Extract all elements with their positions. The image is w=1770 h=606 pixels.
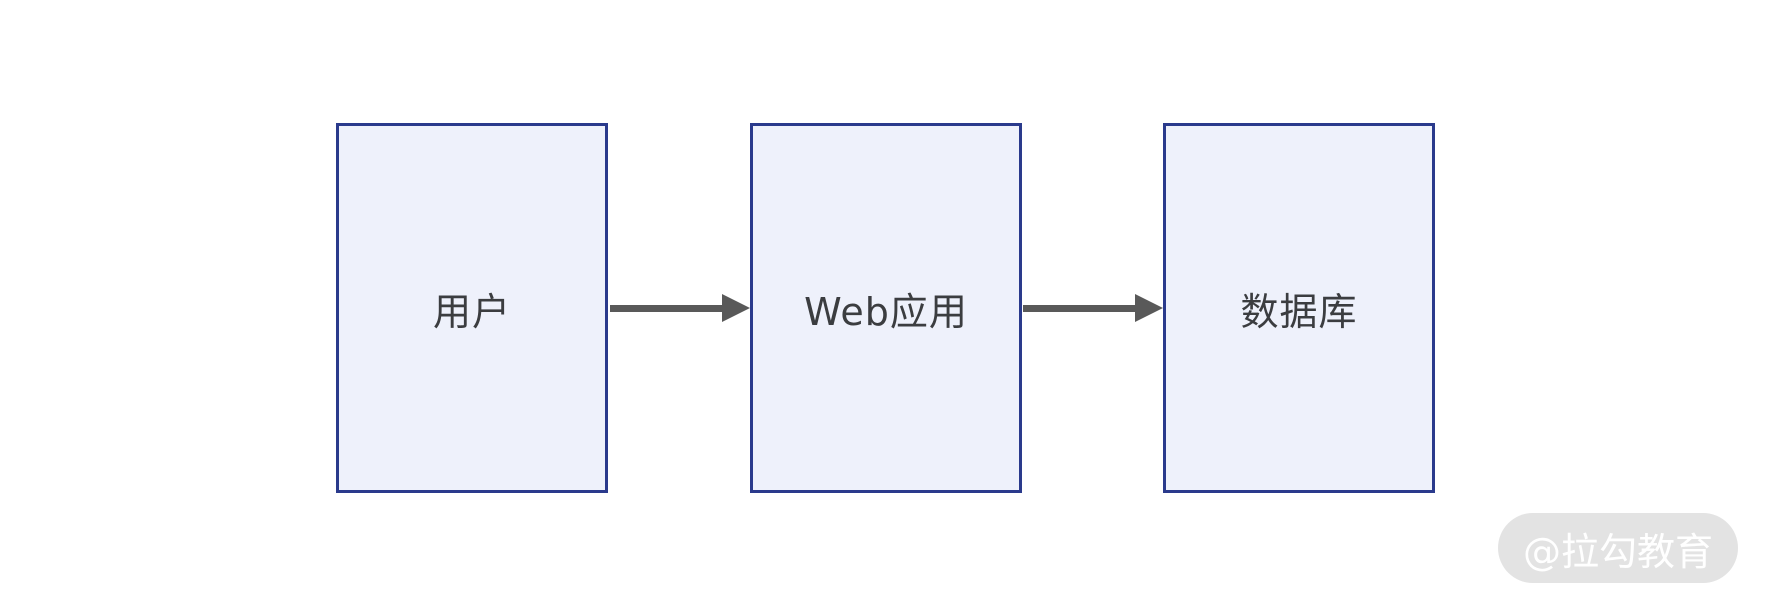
node-web-app-label: Web应用 bbox=[804, 289, 968, 334]
watermark-text: @拉勾教育 bbox=[1522, 529, 1713, 574]
watermark-badge: @拉勾教育 bbox=[1498, 513, 1738, 583]
arrowhead-right-icon bbox=[722, 294, 750, 322]
node-database-label: 数据库 bbox=[1240, 289, 1358, 334]
arrow-shaft bbox=[1023, 304, 1135, 312]
arrow-user-to-webapp bbox=[610, 294, 750, 322]
arrowhead-right-icon bbox=[1135, 294, 1163, 322]
node-database: 数据库 bbox=[1163, 123, 1435, 493]
arrow-shaft bbox=[610, 304, 722, 312]
node-user: 用户 bbox=[336, 123, 608, 493]
node-user-label: 用户 bbox=[432, 289, 511, 334]
node-web-app: Web应用 bbox=[750, 123, 1022, 493]
arrow-webapp-to-database bbox=[1023, 294, 1163, 322]
